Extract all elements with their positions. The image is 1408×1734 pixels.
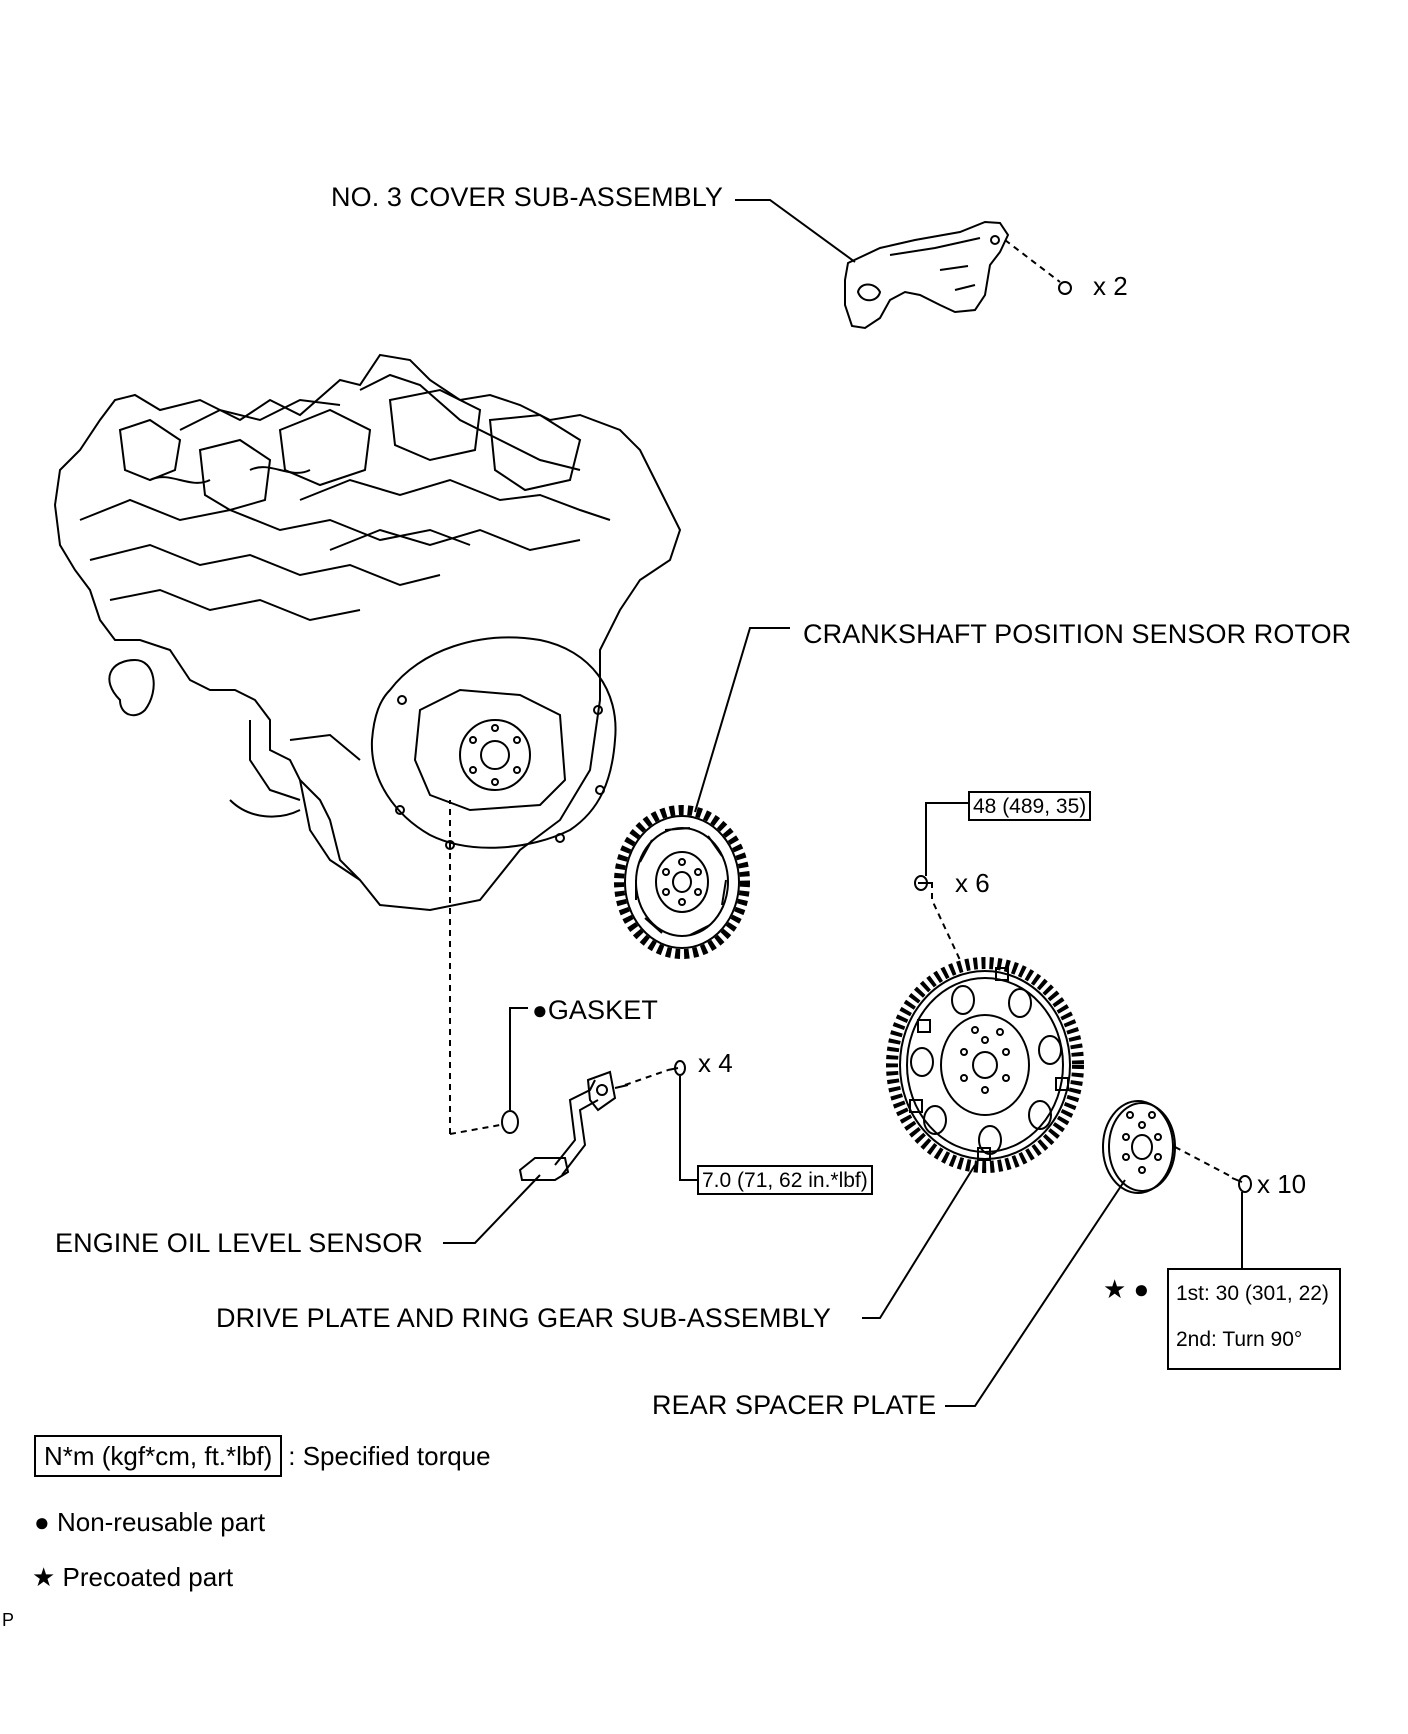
legend-precoated: ★ Precoated part xyxy=(32,1564,233,1590)
sensor-torque: 7.0 (71, 62 in.*lbf) xyxy=(697,1165,873,1195)
rear-spacer-drawing xyxy=(1102,1100,1176,1194)
drive-plate-qty: x 6 xyxy=(955,868,990,898)
sensor-qty: x 4 xyxy=(698,1048,733,1078)
sensor-bolt-dash xyxy=(624,1069,669,1086)
gasket-nonreusable-dot: ● xyxy=(532,995,548,1025)
crank-rotor-drawing xyxy=(614,805,750,959)
gasket-label-text: GASKET xyxy=(547,995,658,1025)
drive-plate-bolt-head xyxy=(914,875,928,891)
sensor-torque-leader xyxy=(679,1076,697,1181)
rear-spacer-bolt-dash xyxy=(1174,1146,1233,1178)
drive-plate-torque: 48 (489, 35) xyxy=(968,791,1092,821)
legend-nonreusable-text: Non-reusable part xyxy=(56,1507,266,1537)
legend-nonreusable: ● Non-reusable part xyxy=(34,1509,265,1535)
legend-precoated-text: Precoated part xyxy=(62,1562,234,1592)
rear-spacer-bolt-head xyxy=(1238,1175,1252,1193)
oil-sensor-drawing xyxy=(518,1070,629,1181)
no3-cover-bolt xyxy=(1058,281,1072,295)
oil-sensor-label: ENGINE OIL LEVEL SENSOR xyxy=(55,1228,423,1258)
no3-cover-leader xyxy=(735,199,856,263)
drive-plate-bolt-dash xyxy=(931,882,961,961)
sensor-bolt xyxy=(667,1067,679,1071)
gasket-sensor-dash xyxy=(449,1124,501,1135)
crank-rotor-label: CRANKSHAFT POSITION SENSOR ROTOR xyxy=(803,619,1352,649)
gasket-drawing xyxy=(501,1110,519,1134)
oil-sensor-leader xyxy=(443,1174,541,1244)
spacer-qty: x 10 xyxy=(1257,1169,1307,1199)
precoated-star: ★ xyxy=(1103,1274,1127,1304)
gasket-label: ●GASKET xyxy=(532,997,658,1024)
sensor-bolt-head xyxy=(674,1060,686,1076)
legend-torque: N*m (kgf*cm, ft.*lbf): Specified torque xyxy=(34,1435,491,1477)
engine-block-drawing xyxy=(53,353,682,912)
rear-spacer-leader xyxy=(945,1179,1126,1407)
crank-rotor-leader xyxy=(694,627,790,813)
drive-plate-leader xyxy=(862,1164,976,1319)
spacer-torque-second: 2nd: Turn 90° xyxy=(1176,1328,1303,1351)
spacer-torque-symbols: ★ ● xyxy=(1103,1276,1149,1302)
no3-cover-drawing xyxy=(844,220,1010,330)
legend-star-symbol: ★ xyxy=(32,1562,56,1592)
spacer-torque-box: 1st: 30 (301, 22) 2nd: Turn 90° xyxy=(1167,1268,1341,1370)
spacer-torque-first: 1st: 30 (301, 22) xyxy=(1176,1282,1329,1305)
no3-cover-bolt-dash xyxy=(1004,239,1061,283)
legend-dot-symbol: ● xyxy=(34,1507,50,1537)
rear-spacer-label: REAR SPACER PLATE xyxy=(652,1390,937,1420)
drive-plate-label: DRIVE PLATE AND RING GEAR SUB-ASSEMBLY xyxy=(216,1303,831,1333)
nonreusable-dot: ● xyxy=(1133,1274,1150,1304)
corner-mark: P xyxy=(2,1610,15,1630)
gasket-leader xyxy=(509,1007,528,1110)
legend-torque-box: N*m (kgf*cm, ft.*lbf) xyxy=(34,1435,283,1477)
no3-cover-label: NO. 3 COVER SUB-ASSEMBLY xyxy=(331,182,724,212)
legend-torque-text: : Specified torque xyxy=(288,1441,491,1471)
no3-cover-qty: x 2 xyxy=(1093,271,1128,301)
drive-plate-drawing xyxy=(886,957,1084,1173)
